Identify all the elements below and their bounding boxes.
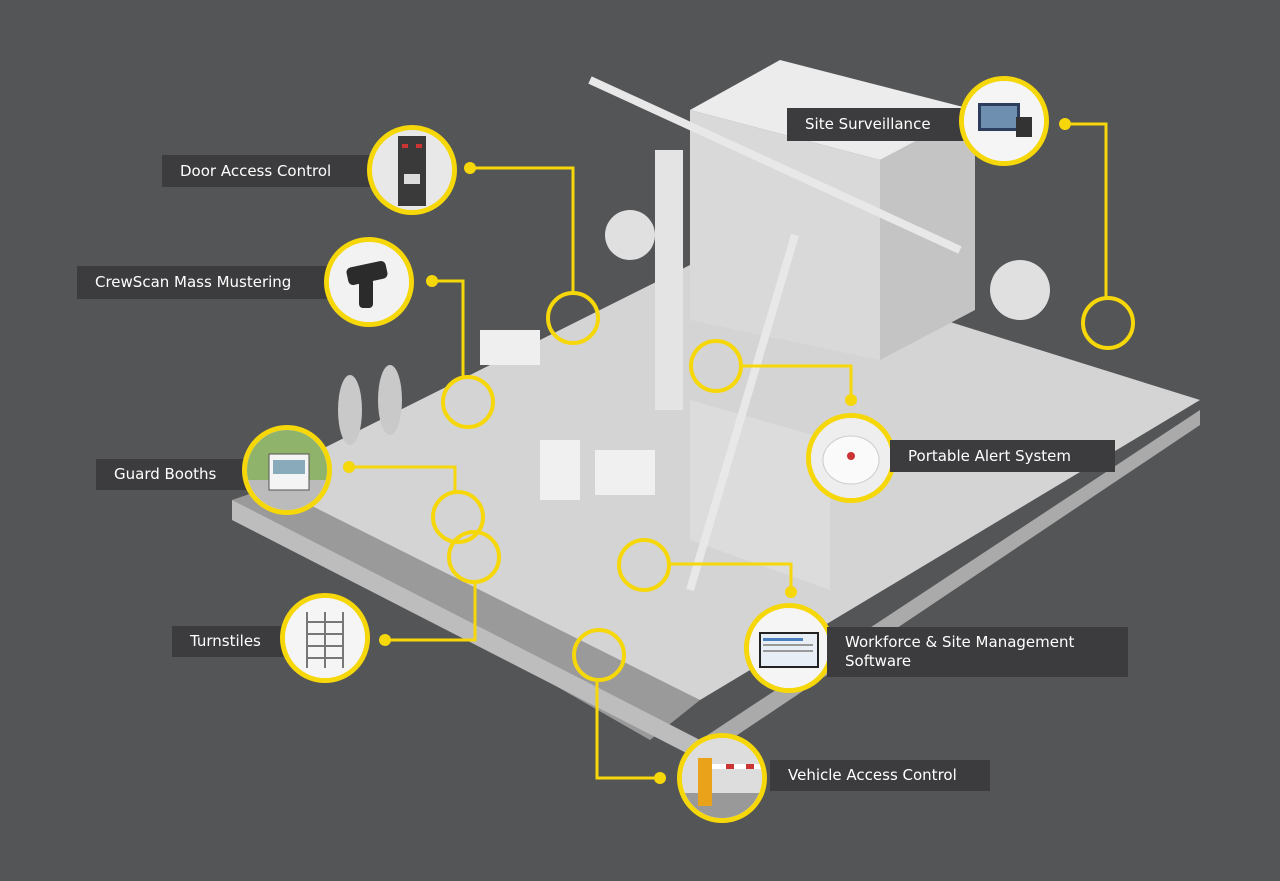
connector-dot <box>654 772 666 784</box>
label-door-access-control[interactable]: Door Access Control <box>162 155 382 187</box>
hotspot-workforce[interactable] <box>617 538 671 592</box>
connector-door-access <box>470 166 575 293</box>
truck <box>540 440 580 500</box>
connector-vehicle <box>595 680 660 780</box>
building-front <box>690 110 880 360</box>
connector-dot <box>343 461 355 473</box>
booth-icon[interactable] <box>242 425 332 515</box>
hotspot-alert[interactable] <box>689 339 743 393</box>
connector-workforce <box>669 562 793 592</box>
hotspot-turnstiles[interactable] <box>447 530 501 584</box>
connector-crewscan <box>432 279 465 378</box>
truck <box>595 450 655 495</box>
tree <box>605 210 655 260</box>
label-crewscan-mass-mustering[interactable]: CrewScan Mass Mustering <box>77 266 339 299</box>
monitor-icon[interactable] <box>959 76 1049 166</box>
connector-guard-booths <box>349 465 457 493</box>
alarm-icon[interactable] <box>806 413 896 503</box>
connector-turnstiles <box>385 582 477 642</box>
connector-dot <box>785 586 797 598</box>
crane-jib <box>588 76 962 254</box>
crane-tower <box>655 150 683 410</box>
mobile-crane-boom <box>686 233 799 592</box>
label-vehicle-access-control[interactable]: Vehicle Access Control <box>770 760 990 791</box>
connector-surveillance <box>1065 122 1108 298</box>
cabin <box>480 330 540 365</box>
hotspot-crewscan[interactable] <box>441 375 495 429</box>
connector-dot <box>379 634 391 646</box>
label-turnstiles[interactable]: Turnstiles <box>172 626 298 657</box>
tree <box>990 260 1050 320</box>
turnstile-icon[interactable] <box>280 593 370 683</box>
site-edge <box>232 500 700 760</box>
hotspot-vehicle[interactable] <box>572 628 626 682</box>
scanner-icon[interactable] <box>324 237 414 327</box>
barrier-icon[interactable] <box>677 733 767 823</box>
label-portable-alert-system[interactable]: Portable Alert System <box>890 440 1115 472</box>
door-icon[interactable] <box>367 125 457 215</box>
connector-dot <box>1059 118 1071 130</box>
label-site-surveillance[interactable]: Site Surveillance <box>787 108 965 141</box>
building-lower <box>690 400 830 590</box>
hotspot-door-access[interactable] <box>546 291 600 345</box>
connector-dot <box>464 162 476 174</box>
label-workforce-site-management-software[interactable]: Workforce & Site Management Software <box>827 627 1128 677</box>
tree <box>378 365 402 435</box>
connector-alert <box>740 364 853 400</box>
hotspot-surveillance[interactable] <box>1081 296 1135 350</box>
connector-dot <box>426 275 438 287</box>
label-guard-booths[interactable]: Guard Booths <box>96 459 258 490</box>
software-icon[interactable] <box>744 603 834 693</box>
connector-dot <box>845 394 857 406</box>
tree <box>338 375 362 445</box>
hotspot-guard-booths[interactable] <box>431 490 485 544</box>
label-text: Workforce & Site Management Software <box>845 633 1075 670</box>
